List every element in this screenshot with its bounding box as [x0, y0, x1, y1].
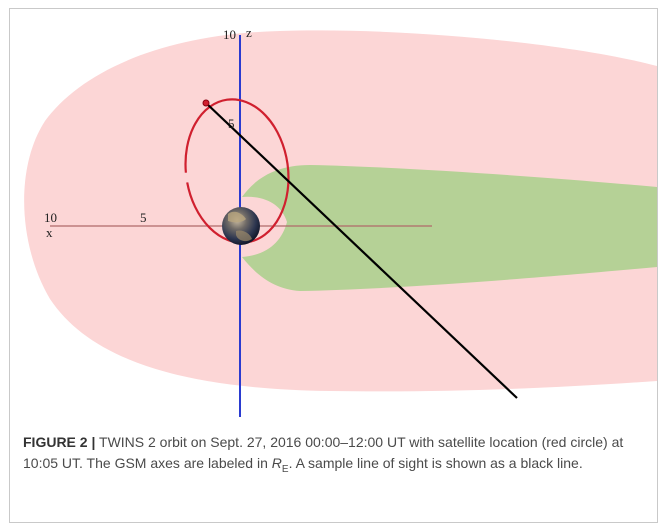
- earth-icon: [222, 207, 260, 245]
- z-tick-10: 10: [223, 27, 236, 42]
- orbit-diagram: z 10 5 10 x 5: [24, 25, 657, 417]
- caption-text-2: . A sample line of sight is shown as a b…: [288, 455, 583, 471]
- z-axis-label: z: [246, 25, 252, 40]
- figure-caption: FIGURE 2 | TWINS 2 orbit on Sept. 27, 20…: [23, 432, 647, 480]
- caption-text-1: TWINS 2 orbit on Sept. 27, 2016 00:00–12…: [23, 434, 624, 471]
- x-tick-5: 5: [140, 210, 147, 225]
- plasma-sheet-region: [242, 165, 657, 291]
- caption-unit-main: R: [271, 455, 282, 471]
- figure-label: FIGURE 2 |: [23, 434, 96, 450]
- z-tick-5: 5: [228, 116, 235, 131]
- x-tick-10: 10: [44, 210, 57, 225]
- caption-unit-sub: E: [281, 463, 289, 475]
- figure-canvas: z 10 5 10 x 5: [10, 9, 657, 426]
- x-axis-label: x: [46, 225, 53, 240]
- caption-unit: RE: [271, 455, 289, 475]
- line-of-sight: [205, 102, 518, 399]
- satellite-marker: [202, 99, 210, 107]
